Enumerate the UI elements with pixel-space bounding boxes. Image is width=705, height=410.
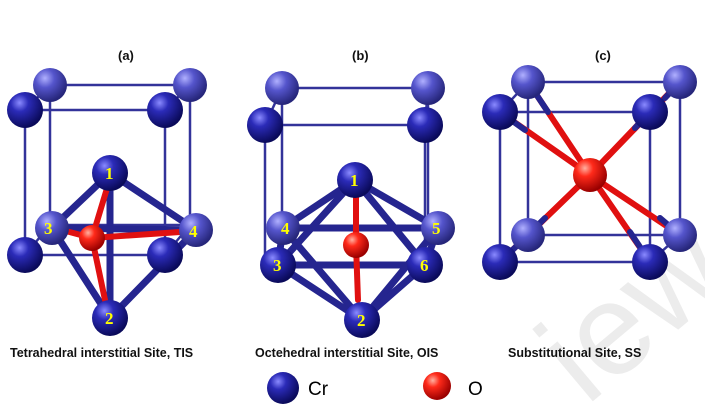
panel-b-caption: Octehedral interstitial Site, OIS bbox=[255, 346, 438, 360]
cr-atom bbox=[265, 71, 299, 105]
atom-label: 6 bbox=[420, 256, 429, 275]
cr-atom bbox=[337, 162, 373, 198]
panel-b-letter: (b) bbox=[352, 48, 369, 63]
cr-atom bbox=[260, 247, 296, 283]
legend-cr-swatch bbox=[267, 372, 299, 404]
atom-label: 1 bbox=[105, 164, 114, 183]
cr-atom bbox=[411, 71, 445, 105]
cr-atom bbox=[511, 65, 545, 99]
cr-atom bbox=[407, 247, 443, 283]
atom-label: 2 bbox=[357, 311, 366, 330]
atom-label: 3 bbox=[44, 219, 53, 238]
cr-atom bbox=[266, 211, 300, 245]
panel-c-caption: Substitutional Site, SS bbox=[508, 346, 641, 360]
legend-o-swatch bbox=[423, 372, 451, 400]
atom-label: 5 bbox=[432, 219, 441, 238]
panel-a-caption: Tetrahedral interstitial Site, TIS bbox=[10, 346, 193, 360]
panel-a-letter: (a) bbox=[118, 48, 134, 63]
cr-atom bbox=[663, 65, 697, 99]
cr-atom bbox=[344, 302, 380, 338]
cr-atom bbox=[179, 213, 213, 247]
cr-atom bbox=[7, 92, 43, 128]
legend-o-label: O bbox=[468, 379, 483, 400]
cr-atom bbox=[511, 218, 545, 252]
cr-atom bbox=[663, 218, 697, 252]
legend: Cr O bbox=[267, 372, 483, 404]
panel-b: (b) bbox=[247, 48, 455, 360]
atom-label: 2 bbox=[105, 309, 114, 328]
o-atom bbox=[343, 232, 369, 258]
legend-cr-label: Cr bbox=[308, 379, 329, 400]
panel-c: (c) bbox=[482, 48, 697, 360]
o-atom bbox=[79, 225, 105, 251]
cr-atom bbox=[632, 94, 668, 130]
cr-atom bbox=[35, 211, 69, 245]
cr-atom bbox=[482, 244, 518, 280]
cr-atom bbox=[482, 94, 518, 130]
atom-label: 4 bbox=[281, 219, 290, 238]
cr-atom bbox=[421, 211, 455, 245]
cr-atom bbox=[407, 107, 443, 143]
o-atom bbox=[573, 158, 607, 192]
cr-atom bbox=[147, 92, 183, 128]
atom-label: 3 bbox=[273, 256, 282, 275]
atom-label: 4 bbox=[189, 222, 198, 241]
cr-atom bbox=[632, 244, 668, 280]
cr-atom bbox=[173, 68, 207, 102]
cr-atom bbox=[247, 107, 283, 143]
cr-atom bbox=[92, 155, 128, 191]
atom-label: 1 bbox=[350, 171, 359, 190]
cr-atom bbox=[33, 68, 67, 102]
cr-atom bbox=[92, 300, 128, 336]
cr-atom bbox=[7, 237, 43, 273]
cr-atom bbox=[147, 237, 183, 273]
panel-a: (a) bbox=[7, 48, 213, 360]
panel-c-letter: (c) bbox=[595, 48, 611, 63]
